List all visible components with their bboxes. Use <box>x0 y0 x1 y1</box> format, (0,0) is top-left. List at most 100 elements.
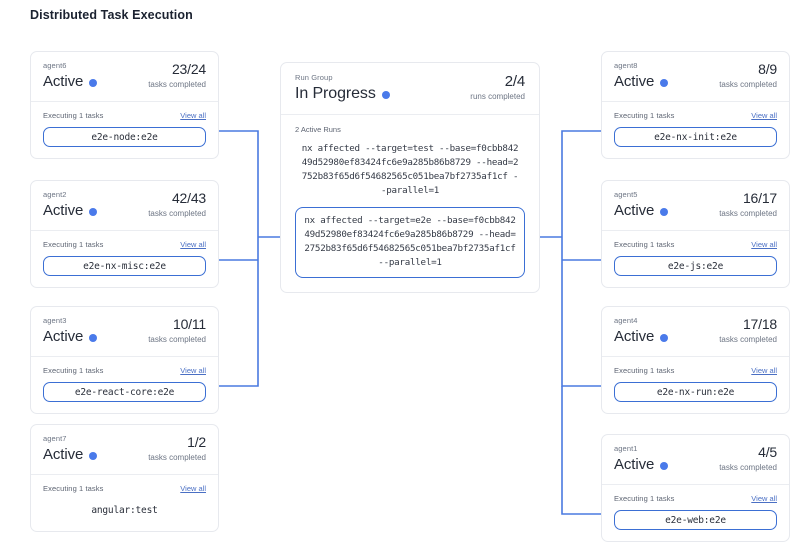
agent-status: Active <box>43 445 206 464</box>
agent-card-agent6[interactable]: agent6 Active 23/24 tasks completed Exec… <box>30 51 219 159</box>
run-command[interactable]: nx affected --target=test --base=f0cbb84… <box>301 143 519 196</box>
agent-name: agent2 <box>43 190 67 199</box>
agent-status-label: Active <box>43 73 84 90</box>
agent-name: agent7 <box>43 434 67 443</box>
agent-card-body: Executing 1 tasks View all e2e-react-cor… <box>31 357 218 413</box>
status-dot-icon <box>89 207 98 216</box>
agent-card-body: Executing 1 tasks View all e2e-nx-run:e2… <box>602 357 789 413</box>
agent-status-label: Active <box>614 73 655 90</box>
run-group-body: 2 Active Runs nx affected --target=test … <box>281 115 539 292</box>
executing-label: Executing 1 tasks <box>614 366 675 375</box>
agent-card-agent1[interactable]: agent1 Active 4/5 tasks completed Execut… <box>601 434 790 542</box>
agent-status: Active <box>614 201 777 220</box>
agent-count: 4/5 tasks completed <box>719 444 777 474</box>
agent-card-header: agent7 Active 1/2 tasks completed <box>31 425 218 475</box>
view-all-link[interactable]: View all <box>751 240 777 249</box>
agent-body-top: Executing 1 tasks View all <box>43 111 206 120</box>
executing-label: Executing 1 tasks <box>43 111 104 120</box>
agent-body-top: Executing 1 tasks View all <box>43 240 206 249</box>
view-all-link[interactable]: View all <box>180 111 206 120</box>
agent-card-agent4[interactable]: agent4 Active 17/18 tasks completed Exec… <box>601 306 790 414</box>
task-pill[interactable]: e2e-react-core:e2e <box>43 382 206 402</box>
status-dot-icon <box>381 90 390 99</box>
agent-status: Active <box>43 72 206 91</box>
task-pill[interactable]: e2e-node:e2e <box>43 127 206 147</box>
agent-status-label: Active <box>614 328 655 345</box>
agent-count-value: 17/18 <box>742 316 777 332</box>
status-dot-icon <box>89 451 98 460</box>
status-dot-icon <box>660 207 669 216</box>
agent-card-header: agent1 Active 4/5 tasks completed <box>602 435 789 485</box>
agent-count-label: tasks completed <box>148 453 206 462</box>
agent-status-label: Active <box>614 202 655 219</box>
status-dot-icon <box>89 78 98 87</box>
agent-count: 10/11 tasks completed <box>148 316 206 346</box>
agent-card-body: Executing 1 tasks View all e2e-nx-init:e… <box>602 102 789 158</box>
agent-count-label: tasks completed <box>719 80 777 89</box>
task-label[interactable]: angular:test <box>91 504 158 516</box>
agent-card-agent8[interactable]: agent8 Active 8/9 tasks completed Execut… <box>601 51 790 159</box>
agent-count-value: 8/9 <box>758 61 777 77</box>
agent-count-label: tasks completed <box>719 335 777 344</box>
view-all-link[interactable]: View all <box>751 366 777 375</box>
agent-count: 8/9 tasks completed <box>719 61 777 91</box>
task-pill[interactable]: e2e-nx-misc:e2e <box>43 256 206 276</box>
agent-count-value: 10/11 <box>173 316 206 332</box>
agent-card-header: agent8 Active 8/9 tasks completed <box>602 52 789 102</box>
run-group-count-value: 2/4 <box>504 73 525 90</box>
agent-card-header: agent2 Active 42/43 tasks completed <box>31 181 218 231</box>
agent-card-agent7[interactable]: agent7 Active 1/2 tasks completed Execut… <box>30 424 219 532</box>
agent-count-label: tasks completed <box>719 463 777 472</box>
status-dot-icon <box>660 78 669 87</box>
agent-card-header: agent6 Active 23/24 tasks completed <box>31 52 218 102</box>
status-dot-icon <box>660 333 669 342</box>
agent-card-agent3[interactable]: agent3 Active 10/11 tasks completed Exec… <box>30 306 219 414</box>
agent-count: 1/2 tasks completed <box>148 434 206 464</box>
agent-card-body: Executing 1 tasks View all e2e-js:e2e <box>602 231 789 287</box>
agent-name: agent5 <box>614 190 638 199</box>
executing-label: Executing 1 tasks <box>43 484 104 493</box>
agent-body-top: Executing 1 tasks View all <box>43 484 206 493</box>
agent-body-top: Executing 1 tasks View all <box>43 366 206 375</box>
agent-card-header: agent3 Active 10/11 tasks completed <box>31 307 218 357</box>
run-command-highlighted[interactable]: nx affected --target=e2e --base=f0cbb842… <box>295 207 525 278</box>
agent-body-top: Executing 1 tasks View all <box>614 240 777 249</box>
run-group-count-label: runs completed <box>470 92 525 101</box>
status-dot-icon <box>660 461 669 470</box>
view-all-link[interactable]: View all <box>751 494 777 503</box>
task-pill[interactable]: e2e-js:e2e <box>614 256 777 276</box>
active-runs-label: 2 Active Runs <box>295 125 341 134</box>
agent-body-top: Executing 1 tasks View all <box>614 366 777 375</box>
agent-status: Active <box>43 327 206 346</box>
agent-body-top: Executing 1 tasks View all <box>614 494 777 503</box>
agent-count: 42/43 tasks completed <box>148 190 206 220</box>
run-group-status-label: In Progress <box>295 85 376 102</box>
agent-status-label: Active <box>43 446 84 463</box>
agent-card-agent5[interactable]: agent5 Active 16/17 tasks completed Exec… <box>601 180 790 288</box>
view-all-link[interactable]: View all <box>180 366 206 375</box>
view-all-link[interactable]: View all <box>180 240 206 249</box>
task-pill[interactable]: e2e-nx-init:e2e <box>614 127 777 147</box>
view-all-link[interactable]: View all <box>751 111 777 120</box>
agent-card-header: agent5 Active 16/17 tasks completed <box>602 181 789 231</box>
agent-status-label: Active <box>614 456 655 473</box>
agent-count-label: tasks completed <box>148 209 206 218</box>
task-pill[interactable]: e2e-web:e2e <box>614 510 777 530</box>
run-group-card[interactable]: Run Group In Progress 2/4 runs completed… <box>280 62 540 293</box>
agent-count-value: 1/2 <box>187 434 206 450</box>
agent-count-value: 16/17 <box>742 190 777 206</box>
agent-count-label: tasks completed <box>148 80 206 89</box>
task-pill[interactable]: e2e-nx-run:e2e <box>614 382 777 402</box>
agent-status: Active <box>614 455 777 474</box>
agent-count-label: tasks completed <box>148 335 206 344</box>
page-title: Distributed Task Execution <box>30 8 193 22</box>
agent-card-body: Executing 1 tasks View all angular:test <box>31 475 218 531</box>
agent-name: agent3 <box>43 316 67 325</box>
agent-status-label: Active <box>43 202 84 219</box>
view-all-link[interactable]: View all <box>180 484 206 493</box>
executing-label: Executing 1 tasks <box>43 240 104 249</box>
agent-count-value: 4/5 <box>758 444 777 460</box>
agent-card-body: Executing 1 tasks View all e2e-node:e2e <box>31 102 218 158</box>
agent-card-agent2[interactable]: agent2 Active 42/43 tasks completed Exec… <box>30 180 219 288</box>
